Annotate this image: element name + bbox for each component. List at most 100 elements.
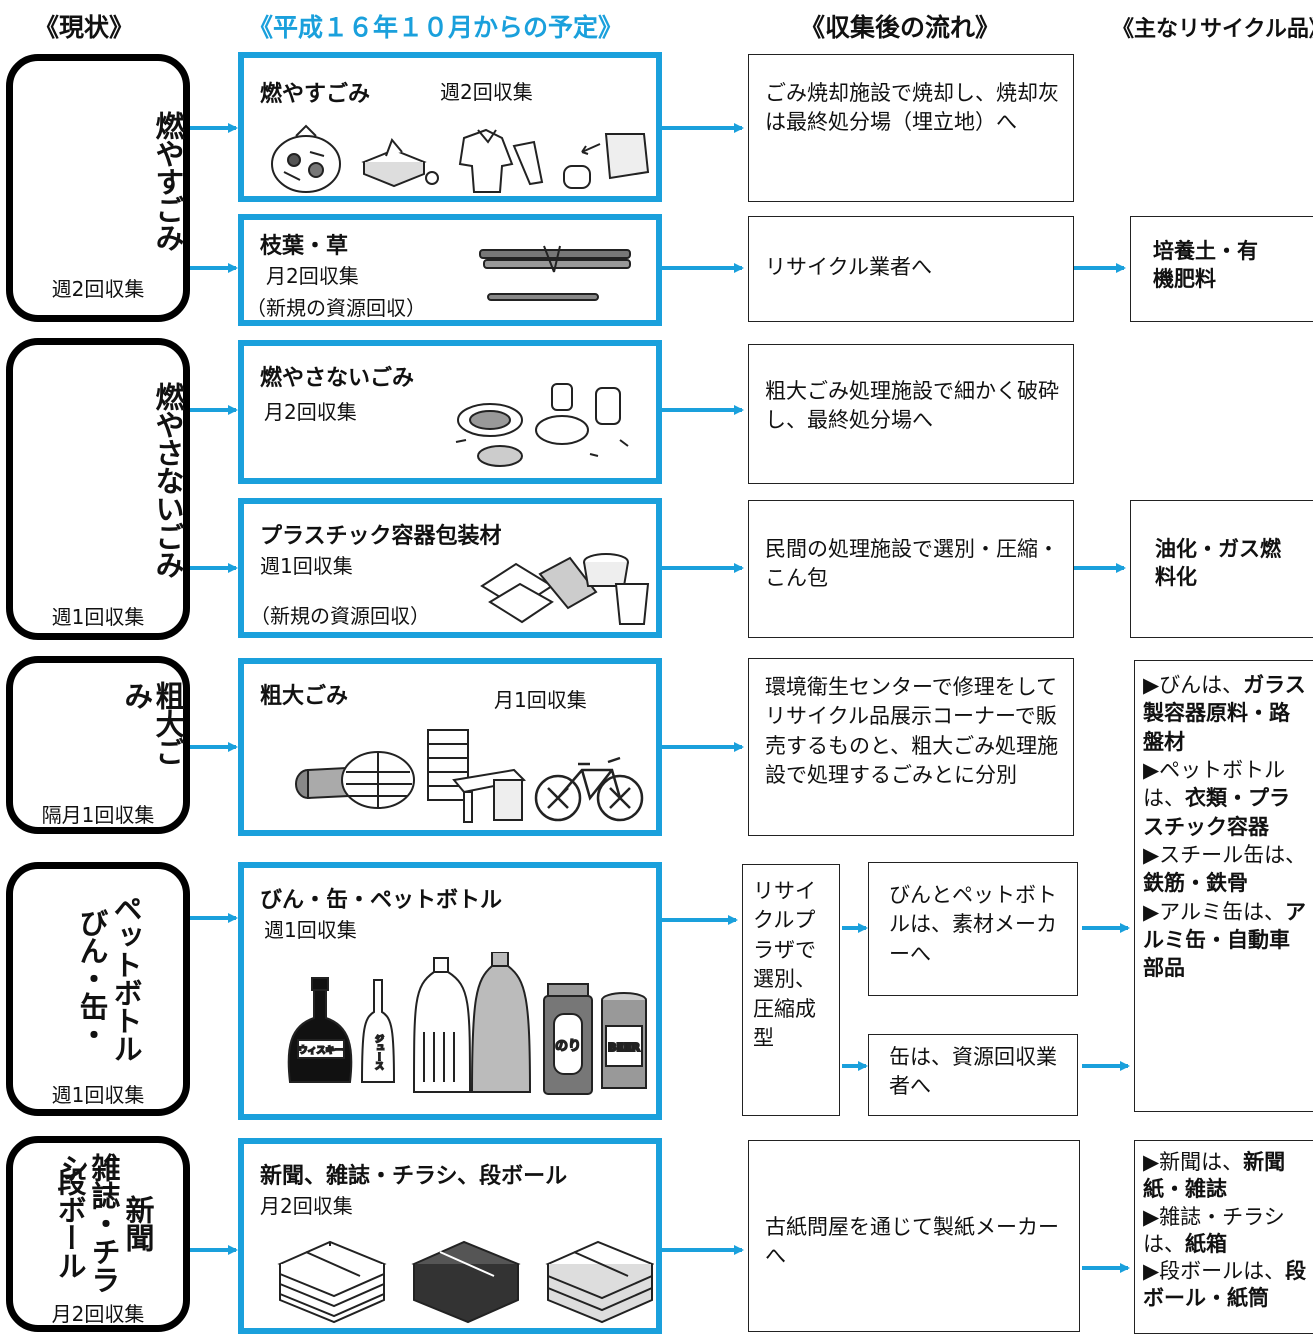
- planned-title: 枝葉・草: [260, 234, 349, 259]
- recycle-item: ▶段ボールは、段ボール・紙筒: [1143, 1258, 1309, 1313]
- recycle-item-prefix: ▶ペットボトルは、: [1143, 758, 1286, 811]
- recycle-item-product: 衣類・プラスチック容器: [1143, 786, 1290, 839]
- planned-title: プラスチック容器包装材: [260, 524, 502, 549]
- planned-note: （新規の資源回収）: [246, 296, 426, 320]
- plastic-trays-icon: [480, 556, 598, 624]
- planned-title: 燃やすごみ: [260, 82, 371, 107]
- recycle-item-prefix: ▶アルミ缶は、: [1143, 899, 1285, 924]
- flow-box-plaza: リサイクルプラザで選別、圧縮成型: [742, 864, 840, 1116]
- bicycle-icon: [534, 756, 644, 822]
- flow-box-burnable: ごみ焼却施設で焼却し、焼却灰は最終処分場（埋立地）へ: [748, 54, 1074, 202]
- recycle-item: ▶アルミ缶は、アルミ缶・自動車部品: [1143, 898, 1309, 983]
- magazine-bundle-icon: [411, 1240, 521, 1324]
- recycle-list: ▶びんは、ガラス製容器原料・路盤材 ▶ペットボトルは、衣類・プラスチック容器 ▶…: [1143, 671, 1309, 983]
- current-frequency: 週2回収集: [51, 277, 145, 301]
- desk-icon: [427, 729, 527, 823]
- current-box-nonburnable: 燃やさないごみ 週1回収集: [6, 338, 190, 640]
- planned-box-bottles: びん・缶・ペットボトル 週1回収集 ウィスキー ジュース のり: [238, 862, 662, 1120]
- planned-note: （新規の資源回収）: [250, 604, 430, 628]
- header-recycle: 《主なリサイクル品》: [1112, 17, 1313, 42]
- newspaper-bundle-icon: [277, 1240, 387, 1324]
- current-frequency: 隔月1回収集: [41, 803, 155, 827]
- planned-title: びん・缶・ペットボトル: [260, 888, 503, 913]
- current-label-col2: 雑誌・チラシ: [55, 1153, 121, 1293]
- recycle-item-product: 段ボール・紙筒: [1143, 1259, 1307, 1311]
- spray-label: のり: [555, 1039, 581, 1054]
- planned-box-branches: 枝葉・草 月2回収集 （新規の資源回収）: [238, 214, 662, 326]
- pet-bottle-icon: [412, 952, 532, 1093]
- flow-text: 古紙問屋を通じて製紙メーカーへ: [765, 1215, 1059, 1269]
- planned-frequency: 月1回収集: [494, 688, 587, 712]
- current-label-col1: ペットボトル: [109, 894, 143, 1062]
- recycle-item: ▶ペットボトルは、衣類・プラスチック容器: [1143, 756, 1309, 841]
- planned-frequency: 月2回収集: [266, 264, 359, 288]
- recycle-list: ▶新聞は、新聞紙・雑誌 ▶雑誌・チラシは、紙箱 ▶段ボールは、段ボール・紙筒: [1143, 1149, 1309, 1313]
- current-label-col1: 新聞: [121, 1195, 155, 1251]
- current-box-burnable: 燃やすごみ 週2回収集: [6, 54, 190, 322]
- header-current: 《現状》: [34, 13, 135, 42]
- planned-box-bulky: 粗大ごみ 月1回収集: [238, 658, 662, 836]
- planned-box-plastic: プラスチック容器包装材 週1回収集 （新規の資源回収）: [238, 498, 662, 638]
- recycle-item: ▶新聞は、新聞紙・雑誌: [1143, 1149, 1309, 1204]
- tissue-box-icon: [361, 138, 439, 188]
- current-box-bottles: びん・缶・ ペットボトル 週1回収集: [6, 862, 190, 1116]
- flow-text: リサイクルプラザで選別、圧縮成型: [753, 879, 816, 1050]
- paper-illustrations: [277, 1240, 654, 1324]
- recycle-item: ▶びんは、ガラス製容器原料・路盤材: [1143, 671, 1309, 756]
- recycle-box-paper: ▶新聞は、新聞紙・雑誌 ▶雑誌・チラシは、紙箱 ▶段ボールは、段ボール・紙筒: [1134, 1140, 1313, 1334]
- planned-frequency: 月2回収集: [260, 1194, 353, 1218]
- planned-frequency: 週2回収集: [440, 80, 533, 104]
- cup-noodle-icon: [583, 553, 650, 625]
- recycle-box-bottles: ▶びんは、ガラス製容器原料・路盤材 ▶ペットボトルは、衣類・プラスチック容器 ▶…: [1134, 660, 1313, 1112]
- planned-frequency: 週1回収集: [264, 918, 357, 942]
- flow-text: びんとペットボトルは、素材メーカーへ: [889, 883, 1057, 966]
- recycle-item: ▶スチール缶は、鉄筋・鉄骨: [1143, 841, 1309, 898]
- juice-label: ジュース: [373, 1034, 384, 1070]
- flow-box-plastic: 民間の処理施設で選別・圧縮・こん包: [748, 500, 1074, 638]
- header-flow: 《収集後の流れ》: [800, 13, 1001, 42]
- planned-box-nonburnable: 燃やさないごみ 月2回収集: [238, 340, 662, 484]
- flow-text: 缶は、資源回収業者へ: [889, 1045, 1057, 1099]
- recycle-item-product: 新聞紙・雑誌: [1143, 1150, 1286, 1202]
- recycle-item: ▶雑誌・チラシは、紙箱: [1143, 1204, 1309, 1259]
- juice-bottle-icon: ジュース: [360, 979, 396, 1083]
- planned-title: 粗大ごみ: [260, 684, 349, 709]
- clothes-icon: [458, 128, 544, 193]
- flow-box-cans: 缶は、資源回収業者へ: [868, 1034, 1078, 1116]
- recycle-item-product: 紙箱: [1185, 1231, 1227, 1256]
- recycle-text: 培養土・有機肥料: [1153, 239, 1258, 292]
- spray-can-icon: のり: [543, 983, 593, 1095]
- current-label-col3: 段ボール: [53, 1167, 87, 1279]
- flow-text: ごみ焼却施設で焼却し、焼却灰は最終処分場（埋立地）へ: [765, 81, 1059, 135]
- planned-title: 新聞、雑誌・チラシ、段ボール: [260, 1164, 568, 1189]
- current-box-paper: 新聞 雑誌・チラシ 段ボール 月2回収集: [6, 1136, 190, 1332]
- plastic-illustrations: [480, 553, 650, 625]
- garbage-bag-icon: [271, 124, 341, 193]
- futon-icon: [295, 751, 415, 809]
- recycle-item-prefix: ▶新聞は、: [1143, 1150, 1244, 1174]
- current-label: 燃やさないごみ: [151, 382, 185, 578]
- bulky-illustrations: [295, 729, 644, 823]
- flow-box-branches: リサイクル業者へ: [748, 216, 1074, 322]
- planned-frequency: 週1回収集: [260, 554, 353, 578]
- current-label: 燃やすごみ: [151, 111, 185, 251]
- whiskey-bottle-icon: ウィスキー: [287, 977, 353, 1083]
- flow-box-paper: 古紙問屋を通じて製紙メーカーへ: [748, 1140, 1080, 1332]
- planned-frequency: 月2回収集: [264, 400, 357, 424]
- burnable-illustrations: [271, 124, 650, 193]
- recycle-text: 油化・ガス燃料化: [1155, 537, 1281, 590]
- flow-text: 民間の処理施設で選別・圧縮・こん包: [765, 537, 1059, 591]
- current-label: 粗大ごみ: [119, 681, 185, 765]
- branches-icon: [479, 245, 631, 301]
- current-frequency: 週1回収集: [51, 1083, 145, 1107]
- beer-can-icon: BEER: [601, 992, 647, 1089]
- current-box-bulky: 粗大ごみ 隔月1回収集: [6, 656, 190, 834]
- flow-box-nonburnable: 粗大ごみ処理施設で細かく破砕し、最終処分場へ: [748, 344, 1074, 484]
- recycle-item-product: ガラス製容器原料・路盤材: [1143, 673, 1306, 754]
- recycle-box-plastic: 油化・ガス燃料化: [1130, 500, 1313, 638]
- header-planned: 《平成１６年１０月からの予定》: [248, 13, 624, 42]
- recycle-item-prefix: ▶びんは、: [1143, 673, 1244, 697]
- current-frequency: 週1回収集: [51, 605, 145, 629]
- current-label-col2: びん・缶・: [75, 908, 109, 1048]
